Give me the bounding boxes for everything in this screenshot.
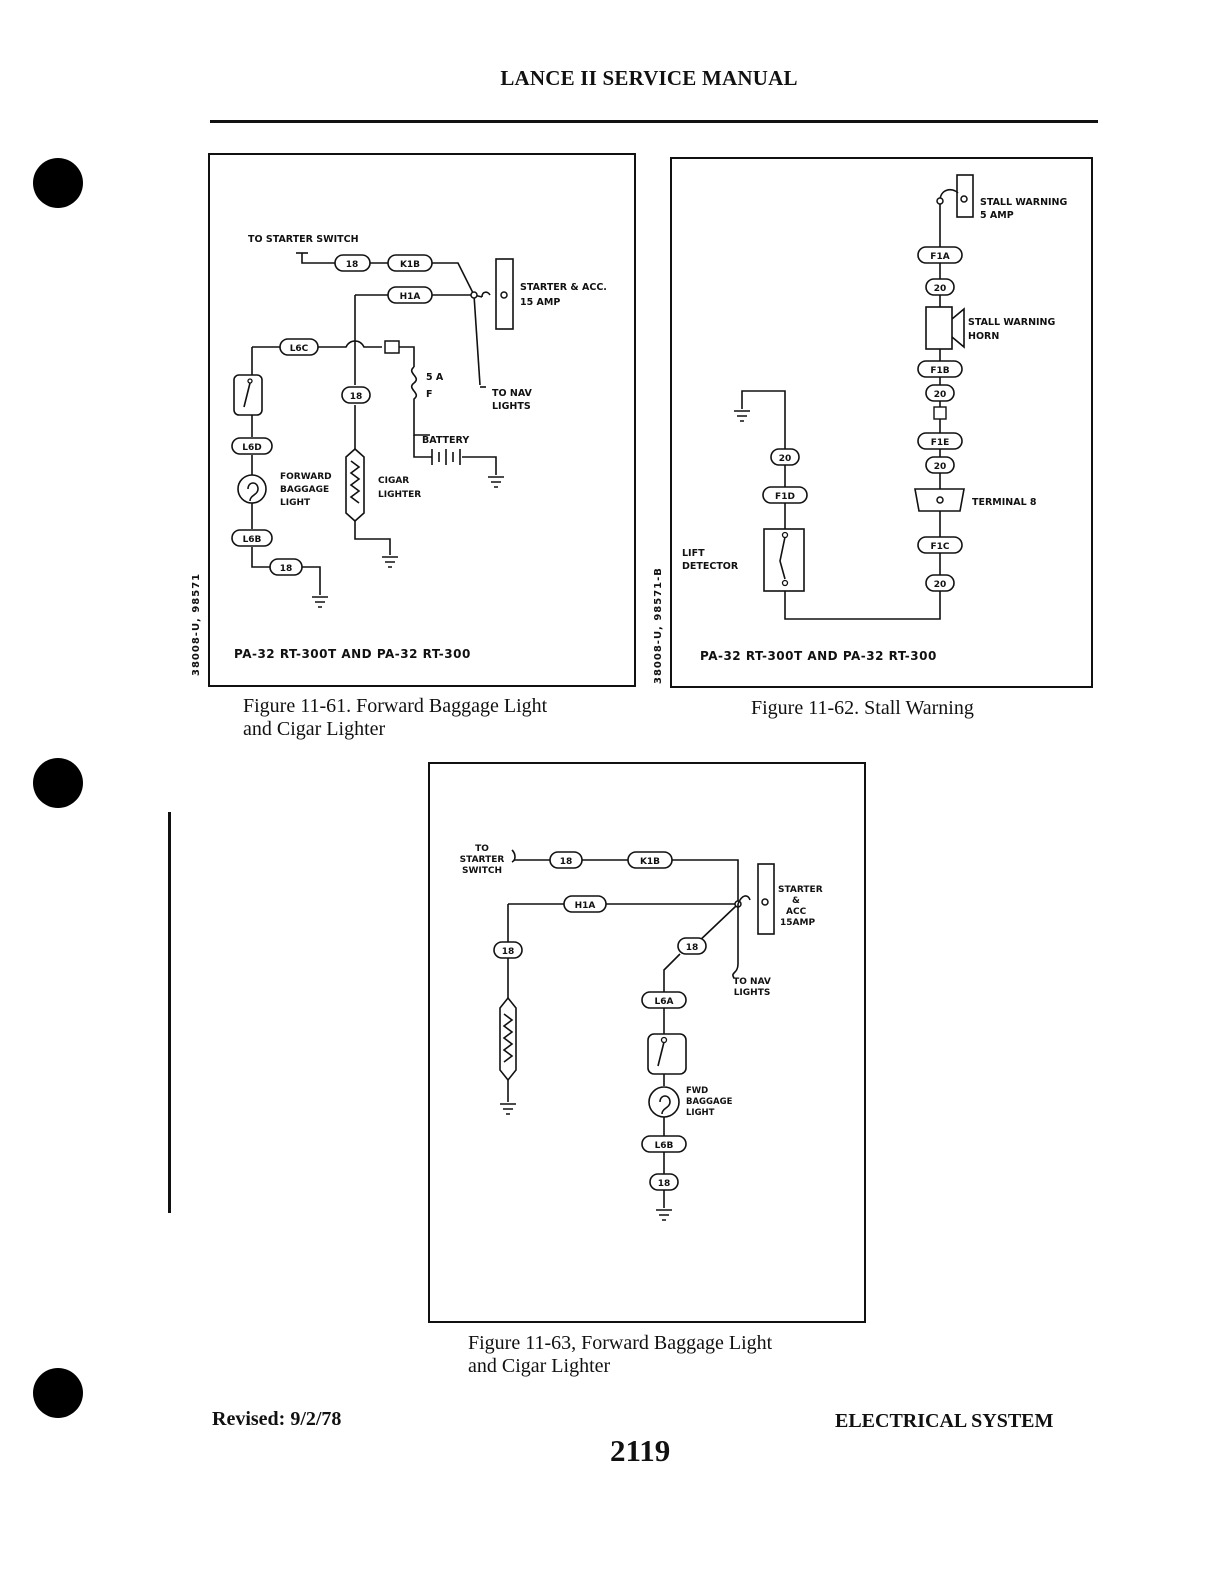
caption-line: Figure 11-63, Forward Baggage Light xyxy=(468,1332,773,1354)
wire-tag: K1B xyxy=(400,260,420,270)
figure-11-61-drawing-code: 38008-U, 98571 xyxy=(191,572,202,676)
stall-warning-cb-label: STALL WARNING xyxy=(980,197,1068,208)
wire-tag: 18 xyxy=(280,564,293,574)
wire-tag: 18 xyxy=(658,1179,671,1189)
to-starter-switch-label-3: SWITCH xyxy=(462,866,502,876)
lift-detector-label-2: DETECTOR xyxy=(682,561,739,572)
figure-11-63-box: TO STARTER SWITCH TO NAV LIGHTS STARTER … xyxy=(428,762,866,1323)
wire-tag: F1D xyxy=(775,492,795,502)
wire-tag: 18 xyxy=(502,947,515,957)
terminal-8-label: TERMINAL 8 xyxy=(972,497,1037,508)
cigar-lighter-label-2: LIGHTER xyxy=(378,490,421,500)
wire-tag: 18 xyxy=(350,392,363,402)
starter-acc-amp-label: 15AMP xyxy=(780,918,815,928)
figure-11-61-model-label: PA-32 RT-300T AND PA-32 RT-300 xyxy=(234,647,471,661)
wire-tag: F1A xyxy=(930,252,949,262)
figure-11-61-caption: Figure 11-61. Forward Baggage Light and … xyxy=(243,695,547,741)
wire-tag: 20 xyxy=(934,580,947,590)
figure-11-63-caption: Figure 11-63, Forward Baggage Light and … xyxy=(468,1332,772,1378)
fwd-baggage-light-label-2: BAGGAGE xyxy=(686,1097,733,1107)
stall-warning-cb-amp-label: 5 AMP xyxy=(980,210,1014,221)
figure-11-62-drawing-code: 38008-U, 98571-B xyxy=(653,567,664,684)
caption-line: and Cigar Lighter xyxy=(468,1355,611,1377)
wire-tag: H1A xyxy=(400,292,421,302)
wire-tag: 20 xyxy=(934,462,947,472)
figure-11-61-box: TO STARTER SWITCH STARTER & ACC. 15 AMP … xyxy=(208,153,636,687)
revision-bar xyxy=(168,812,171,1213)
wire-tag: F1E xyxy=(931,438,950,448)
wire-tag: K1B xyxy=(640,857,660,867)
fuse-rating-label: 5 A xyxy=(426,372,444,383)
to-nav-lights-label: TO NAV xyxy=(492,388,533,399)
wire-tag: 20 xyxy=(934,284,947,294)
wire-tag: H1A xyxy=(575,901,596,911)
starter-acc-label: STARTER xyxy=(778,885,823,895)
stall-warning-horn-label: STALL WARNING xyxy=(968,317,1056,328)
starter-acc-label-3: ACC xyxy=(786,907,807,917)
to-starter-switch-label: TO STARTER SWITCH xyxy=(248,234,359,245)
to-starter-switch-label: TO xyxy=(475,844,489,854)
wire-tag: L6B xyxy=(243,535,262,545)
figure-11-63-diagram: TO STARTER SWITCH TO NAV LIGHTS STARTER … xyxy=(460,844,823,1221)
battery-label: BATTERY xyxy=(422,435,469,446)
wire-tag: L6C xyxy=(290,344,309,354)
forward-baggage-light-label: FORWARD xyxy=(280,472,332,482)
figure-11-62-box: STALL WARNING 5 AMP STALL WARNING HORN T… xyxy=(670,157,1093,688)
wire-tag: L6A xyxy=(655,997,674,1007)
to-nav-lights-label: TO NAV xyxy=(733,977,771,987)
punch-hole xyxy=(33,1368,83,1418)
caption-line: and Cigar Lighter xyxy=(243,718,386,740)
wire-tag: 20 xyxy=(934,390,947,400)
header-rule xyxy=(210,120,1098,123)
forward-baggage-light-label-3: LIGHT xyxy=(280,498,311,508)
figure-11-62-caption: Figure 11-62. Stall Warning xyxy=(751,697,974,720)
page-header-title: LANCE II SERVICE MANUAL xyxy=(500,66,798,90)
stall-warning-horn-label-2: HORN xyxy=(968,331,999,342)
figure-11-62-model-label: PA-32 RT-300T AND PA-32 RT-300 xyxy=(700,649,937,663)
to-nav-lights-label-2: LIGHTS xyxy=(492,401,531,412)
page-number: 2119 xyxy=(610,1433,671,1468)
revised-date: Revised: 9/2/78 xyxy=(212,1408,342,1430)
to-starter-switch-label-2: STARTER xyxy=(460,855,505,865)
caption-line: Figure 11-61. Forward Baggage Light xyxy=(243,695,548,717)
starter-acc-label: STARTER & ACC. xyxy=(520,282,607,293)
wire-tag: F1C xyxy=(930,542,949,552)
lift-detector-label: LIFT xyxy=(682,548,705,559)
figure-11-61-diagram: TO STARTER SWITCH STARTER & ACC. 15 AMP … xyxy=(231,234,607,608)
wire-tag: L6D xyxy=(242,443,261,453)
caption-line: Figure 11-62. Stall Warning xyxy=(751,697,974,719)
fwd-baggage-light-label-3: LIGHT xyxy=(686,1108,715,1118)
fwd-baggage-light-label: FWD xyxy=(686,1086,708,1096)
starter-acc-amp-label: 15 AMP xyxy=(520,297,560,308)
section-name: ELECTRICAL SYSTEM xyxy=(835,1410,1054,1432)
to-nav-lights-label-2: LIGHTS xyxy=(734,988,771,998)
punch-hole xyxy=(33,158,83,208)
wire-tag: 18 xyxy=(686,943,699,953)
wire-tag: 20 xyxy=(779,454,792,464)
wire-tag: L6B xyxy=(655,1141,674,1151)
figure-11-62-diagram: STALL WARNING 5 AMP STALL WARNING HORN T… xyxy=(682,174,1068,620)
cigar-lighter-label: CIGAR xyxy=(378,476,409,486)
wire-tag: 18 xyxy=(346,260,359,270)
wire-tag: F1B xyxy=(930,366,949,376)
forward-baggage-light-label-2: BAGGAGE xyxy=(280,485,329,495)
punch-hole xyxy=(33,758,83,808)
wire-tag: 18 xyxy=(560,857,573,867)
fuse-name-label: F xyxy=(426,389,433,400)
starter-acc-label-2: & xyxy=(792,896,800,906)
